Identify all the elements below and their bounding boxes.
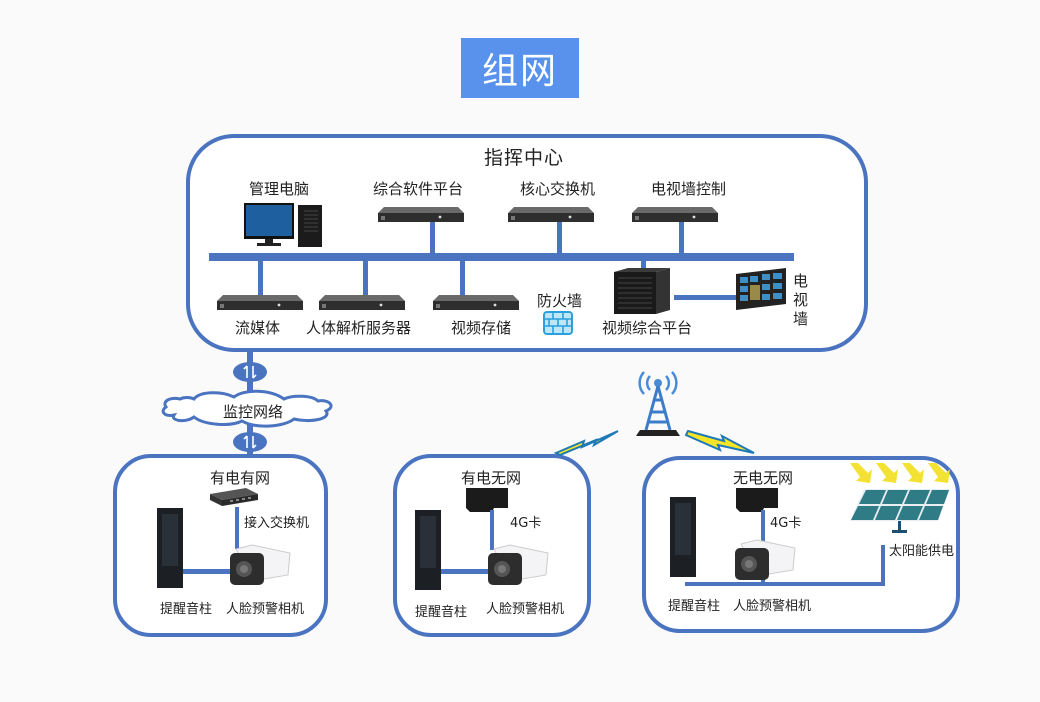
label-4g-card: 4G卡	[770, 516, 802, 531]
label-streaming-media: 流媒体	[235, 319, 281, 337]
rack-server-icon	[508, 207, 594, 222]
bidirectional-arrows-icon	[233, 432, 267, 452]
link-line	[430, 222, 435, 254]
bidirectional-arrows-icon	[233, 362, 267, 382]
diagram-title: 组网	[461, 38, 579, 98]
cabinet-icon	[614, 268, 670, 314]
link-line	[435, 569, 493, 574]
lightning-bolt-icon	[553, 430, 619, 457]
rack-server-icon	[319, 295, 405, 310]
label-camera: 人脸预警相机	[486, 602, 565, 617]
face-camera-icon	[488, 544, 549, 585]
speaker-column-icon	[415, 510, 441, 590]
label-video-platform: 视频综合平台	[602, 319, 693, 337]
label-speaker: 提醒音柱	[415, 605, 468, 620]
link-line	[685, 582, 885, 586]
link-line	[363, 260, 368, 298]
site-title: 有电无网	[461, 469, 522, 487]
link-line	[460, 260, 465, 298]
network-cloud-icon	[161, 389, 333, 428]
speaker-column-icon	[670, 497, 696, 577]
label-software-platform: 综合软件平台	[373, 180, 464, 198]
label-video-storage: 视频存储	[451, 319, 512, 337]
site-panel-powered-networked	[113, 454, 328, 637]
label-4g-card: 4G卡	[510, 516, 542, 531]
link-line	[235, 507, 239, 549]
link-line	[490, 510, 494, 550]
link-line	[679, 222, 684, 254]
label-body-analysis-server: 人体解析服务器	[306, 319, 412, 337]
lightning-bolt-icon	[684, 429, 755, 454]
backbone-bus	[209, 253, 794, 261]
firewall-icon	[543, 311, 573, 335]
rack-server-icon	[217, 295, 303, 310]
link-line	[178, 569, 234, 574]
label-camera: 人脸预警相机	[226, 602, 305, 617]
site-title: 有电有网	[210, 469, 271, 487]
cloud-label: 监控网络	[223, 403, 284, 421]
speaker-column-icon	[157, 508, 183, 588]
label-video-wall: 电视墙	[793, 272, 809, 328]
link-line	[881, 545, 885, 585]
face-camera-icon	[735, 539, 796, 580]
sunlight-rays-icon	[850, 463, 950, 483]
label-core-switch: 核心交换机	[520, 180, 596, 198]
link-line	[557, 222, 562, 254]
video-wall-icon	[736, 268, 786, 310]
rack-server-icon	[378, 207, 464, 222]
solar-panel-icon	[850, 489, 950, 533]
label-solar-power: 太阳能供电	[889, 544, 955, 559]
sim-card-icon	[466, 488, 508, 512]
signal-tower-icon	[636, 371, 680, 436]
label-firewall: 防火墙	[537, 292, 583, 310]
rack-server-icon	[433, 295, 519, 310]
label-tv-wall-control: 电视墙控制	[651, 180, 727, 198]
label-camera: 人脸预警相机	[733, 599, 812, 614]
label-management-pc: 管理电脑	[249, 180, 310, 198]
command-center-title: 指挥中心	[484, 147, 565, 169]
access-switch-icon	[210, 488, 258, 506]
site-title: 无电无网	[733, 469, 794, 487]
rack-server-icon	[632, 207, 718, 222]
face-camera-icon	[230, 544, 291, 585]
label-speaker: 提醒音柱	[668, 599, 721, 614]
label-access-switch: 接入交换机	[244, 516, 310, 531]
sim-card-icon	[736, 488, 778, 512]
label-speaker: 提醒音柱	[160, 602, 213, 617]
link-line	[258, 260, 263, 298]
desktop-computer-icon	[244, 203, 322, 247]
link-line	[674, 295, 736, 300]
